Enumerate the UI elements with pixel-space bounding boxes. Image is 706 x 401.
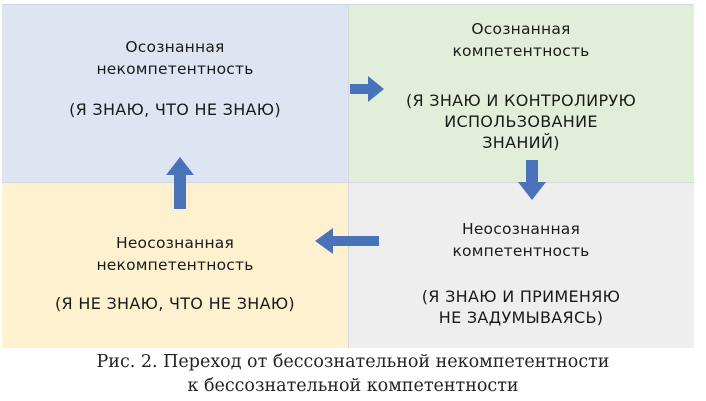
title-line: компетентность <box>452 242 590 260</box>
quadrant-title: Неосознанная некомпетентность <box>2 232 348 276</box>
title-line: Осознанная <box>125 38 225 56</box>
quadrant-note: (Я ЗНАЮ И КОНТРОЛИРУЮ ИСПОЛЬЗОВАНИЕ ЗНАН… <box>348 90 694 153</box>
arrow-right-icon <box>350 76 384 102</box>
note-line: (Я НЕ ЗНАЮ, ЧТО НЕ ЗНАЮ) <box>55 294 295 313</box>
quadrant-note: (Я ЗНАЮ И ПРИМЕНЯЮ НЕ ЗАДУМЫВАЯСЬ) <box>348 286 694 328</box>
caption-line: Рис. 2. Переход от бессознательной неком… <box>96 352 610 372</box>
title-line: Неосознанная <box>461 220 581 238</box>
quadrant-conscious-incompetence: Осознанная некомпетентность (Я ЗНАЮ, ЧТО… <box>2 4 348 182</box>
title-line: Неосознанная <box>115 234 235 252</box>
arrow-right-shape <box>350 76 384 102</box>
quadrant-title: Неосознанная компетентность <box>348 218 694 262</box>
frame-divider-horizontal <box>2 182 694 183</box>
quadrant-conscious-competence: Осознанная компетентность (Я ЗНАЮ И КОНТ… <box>348 4 694 182</box>
title-line: некомпетентность <box>96 60 254 78</box>
note-line: (Я ЗНАЮ И КОНТРОЛИРУЮ <box>405 91 637 110</box>
quadrant-unconscious-competence: Неосознанная компетентность (Я ЗНАЮ И ПР… <box>348 182 694 348</box>
arrow-left-icon <box>315 228 379 254</box>
quadrant-title: Осознанная некомпетентность <box>2 36 348 80</box>
note-line: (Я ЗНАЮ И ПРИМЕНЯЮ <box>421 287 621 306</box>
caption-line: к бессознательной компетентности <box>187 376 519 396</box>
note-line: ИСПОЛЬЗОВАНИЕ <box>444 112 598 131</box>
arrow-down-shape <box>518 160 546 200</box>
arrow-up-shape <box>166 157 194 209</box>
note-line: ЗНАНИЙ) <box>482 133 560 152</box>
arrow-left-shape <box>315 228 379 254</box>
quadrant-unconscious-incompetence: Неосознанная некомпетентность (Я НЕ ЗНАЮ… <box>2 182 348 348</box>
quadrant-note: (Я НЕ ЗНАЮ, ЧТО НЕ ЗНАЮ) <box>2 293 348 314</box>
figure-caption: Рис. 2. Переход от бессознательной неком… <box>0 350 706 398</box>
arrow-up-icon <box>166 157 194 209</box>
quadrant-note: (Я ЗНАЮ, ЧТО НЕ ЗНАЮ) <box>2 99 348 120</box>
title-line: компетентность <box>452 42 590 60</box>
title-line: Осознанная <box>471 20 571 38</box>
note-line: НЕ ЗАДУМЫВАЯСЬ) <box>438 308 604 327</box>
quadrant-title: Осознанная компетентность <box>348 18 694 62</box>
frame-divider-vertical <box>348 4 349 348</box>
title-line: некомпетентность <box>96 256 254 274</box>
note-line: (Я ЗНАЮ, ЧТО НЕ ЗНАЮ) <box>69 100 281 119</box>
arrow-down-icon <box>518 160 546 200</box>
